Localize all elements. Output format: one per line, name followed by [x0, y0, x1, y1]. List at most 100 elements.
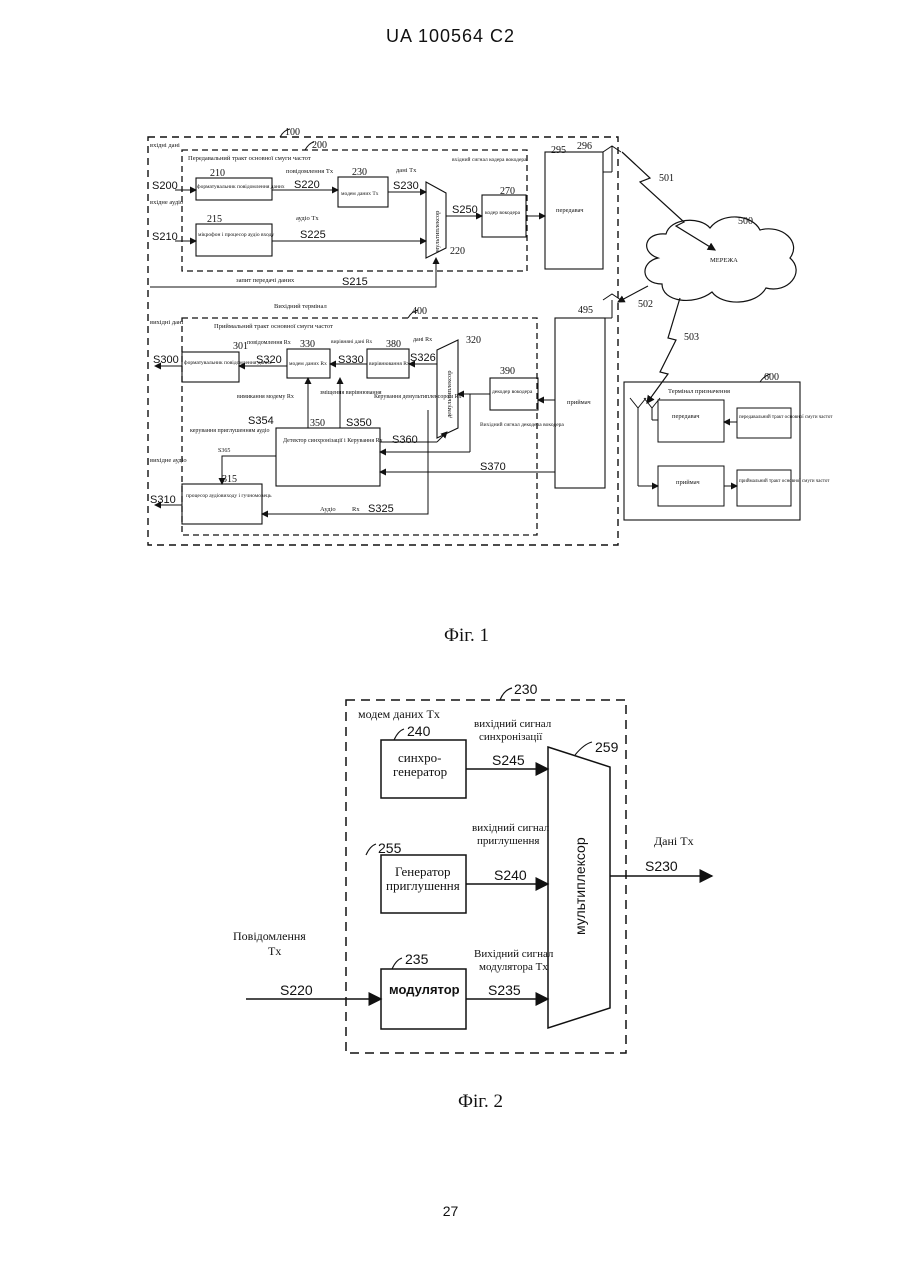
aligned-rx-label: вирівняні дані Rx [331, 339, 372, 345]
signal-s354: S354 [248, 415, 274, 427]
signal-s220-fig2: S220 [280, 982, 313, 998]
rx-short-label: Rx [352, 506, 360, 513]
multiplexer-label: мультиплексор [434, 211, 441, 252]
ref-320: 320 [466, 335, 481, 346]
signal-s330: S330 [338, 354, 364, 366]
vocoder-output-label: Вихідний сигнал декодера вокодера [480, 421, 564, 428]
ref-502: 502 [638, 299, 653, 310]
mute-generator-label-1: Генератор [395, 864, 450, 879]
ref-100: 100 [285, 127, 300, 138]
receiver-label: приймач [567, 399, 591, 406]
ref-495: 495 [578, 305, 593, 316]
ref-215: 215 [207, 214, 222, 225]
dest-transmitter-block [658, 400, 724, 442]
sync-detector-label: Детектор синхронізації і Керування Rx [283, 438, 383, 444]
message-tx-label-2: Tx [268, 944, 281, 958]
input-audio-label: вхідне аудіо [150, 199, 183, 206]
signal-s300: S300 [153, 354, 179, 366]
ref-240: 240 [407, 723, 431, 739]
audio-processor-label: процесор аудіовиходу і гучномовець [186, 493, 272, 499]
modulator-block [381, 969, 466, 1029]
signal-s230: S230 [393, 180, 419, 192]
modem-title: модем даних Tx [358, 707, 440, 721]
figure-2-labels: 230 модем даних Tx 240 синхро- генератор… [233, 681, 694, 1112]
ref-330: 330 [300, 339, 315, 350]
ref-400: 400 [412, 306, 427, 317]
multiplexer-259-label: мультиплексор [572, 837, 588, 935]
mute-control-label: керування приглушенням аудіо [190, 428, 269, 434]
ref-230: 230 [352, 167, 367, 178]
data-tx-label: дані Tx [396, 167, 417, 174]
ref-270: 270 [500, 186, 515, 197]
rx-message-label: повідомлення Rx [247, 340, 291, 346]
audio-tx-label: аудіо Tx [296, 215, 319, 222]
mute-output-label-2: приглушення [477, 835, 539, 847]
signal-s225: S225 [300, 229, 326, 241]
ref-390: 390 [500, 366, 515, 377]
output-terminal-label: Вихідний термінал [274, 303, 327, 310]
ref-259: 259 [595, 739, 619, 755]
tx-message-label: повідомлення Tx [286, 168, 334, 175]
sync-generator-label-2: генератор [393, 764, 447, 779]
sync-detector-block [276, 428, 380, 486]
mute-generator-label-2: приглушення [386, 878, 460, 893]
dest-transmitter-label: передавач [672, 413, 700, 420]
alignment-offset-label: зміщення вирівнювання [320, 390, 382, 396]
data-rx-label: дані Rx [413, 337, 432, 343]
figure-2-caption: Фіг. 2 [458, 1091, 503, 1112]
data-modem-tx-label: модем даних Tx [341, 191, 379, 197]
modem-off-label: вимикання модему Rx [237, 394, 294, 400]
ref-500: 500 [738, 216, 753, 227]
alignment-label: вирівнювання Rx [369, 361, 410, 367]
signal-s220: S220 [294, 179, 320, 191]
ref-600: 600 [764, 372, 779, 383]
ref-255: 255 [378, 840, 402, 856]
signal-s320: S320 [256, 354, 282, 366]
message-tx-label-1: Повідомлення [233, 929, 306, 943]
dest-receiver-block [658, 466, 724, 506]
modulator-output-label-1: Вихідний сигнал [474, 948, 554, 960]
dest-rx-path-label: приймальний тракт основної смуги частот [739, 479, 830, 484]
sync-generator-label-1: синхро- [398, 750, 442, 765]
dest-tx-path-block [737, 408, 791, 438]
formatter-label: форматувальник повідомлення даних [197, 183, 285, 190]
demux-control-label: Керування демультиплексором Rx [374, 394, 462, 400]
sync-output-label-1: вихідний сигнал [474, 718, 552, 730]
page-number: 27 [0, 1203, 901, 1219]
signal-s310: S310 [150, 494, 176, 506]
signal-s360: S360 [392, 434, 418, 446]
vocoder-encoder-label: кодер вокодера [485, 210, 521, 216]
vocoder-encoder-block [482, 195, 526, 237]
ref-503: 503 [684, 332, 699, 343]
modem-rx-label: модем даних Rx [289, 361, 327, 367]
signal-s210: S210 [152, 231, 178, 243]
ref-235: 235 [405, 951, 429, 967]
figure-1-caption: Фіг. 1 [444, 625, 489, 646]
dest-receiver-label: приймач [676, 479, 700, 486]
signal-s370: S370 [480, 461, 506, 473]
ref-230-fig2: 230 [514, 681, 538, 697]
ref-315: 315 [222, 474, 237, 485]
ref-295: 295 [551, 145, 566, 156]
sync-output-label-2: синхронізації [479, 731, 543, 743]
ref-301: 301 [233, 341, 248, 352]
figure-1-labels: 100 200 Передавальний тракт основної сму… [150, 127, 833, 646]
signal-s230-fig2: S230 [645, 858, 678, 874]
mic-processor-block [196, 224, 272, 256]
signal-s250: S250 [452, 204, 478, 216]
ref-501: 501 [659, 173, 674, 184]
dest-rx-path-block [737, 470, 791, 506]
modulator-label: модулятор [389, 982, 460, 997]
vocoder-decoder-label: декодер вокодера [492, 389, 533, 395]
output-data-label: вихідні дані [150, 319, 183, 326]
tx-path-title: Передавальний тракт основної смуги часто… [188, 155, 311, 162]
signal-s325: S325 [368, 503, 394, 515]
ref-210: 210 [210, 168, 225, 179]
signal-s235: S235 [488, 982, 521, 998]
data-tx-output-label: Дані Tx [654, 834, 694, 848]
vocoder-input-label: вхідний сигнал кодера вокодера [452, 156, 527, 163]
mic-processor-label: мікрофон і процесор аудіо входу [198, 231, 275, 238]
signal-s350: S350 [346, 417, 372, 429]
audio-processor-block [182, 484, 262, 524]
